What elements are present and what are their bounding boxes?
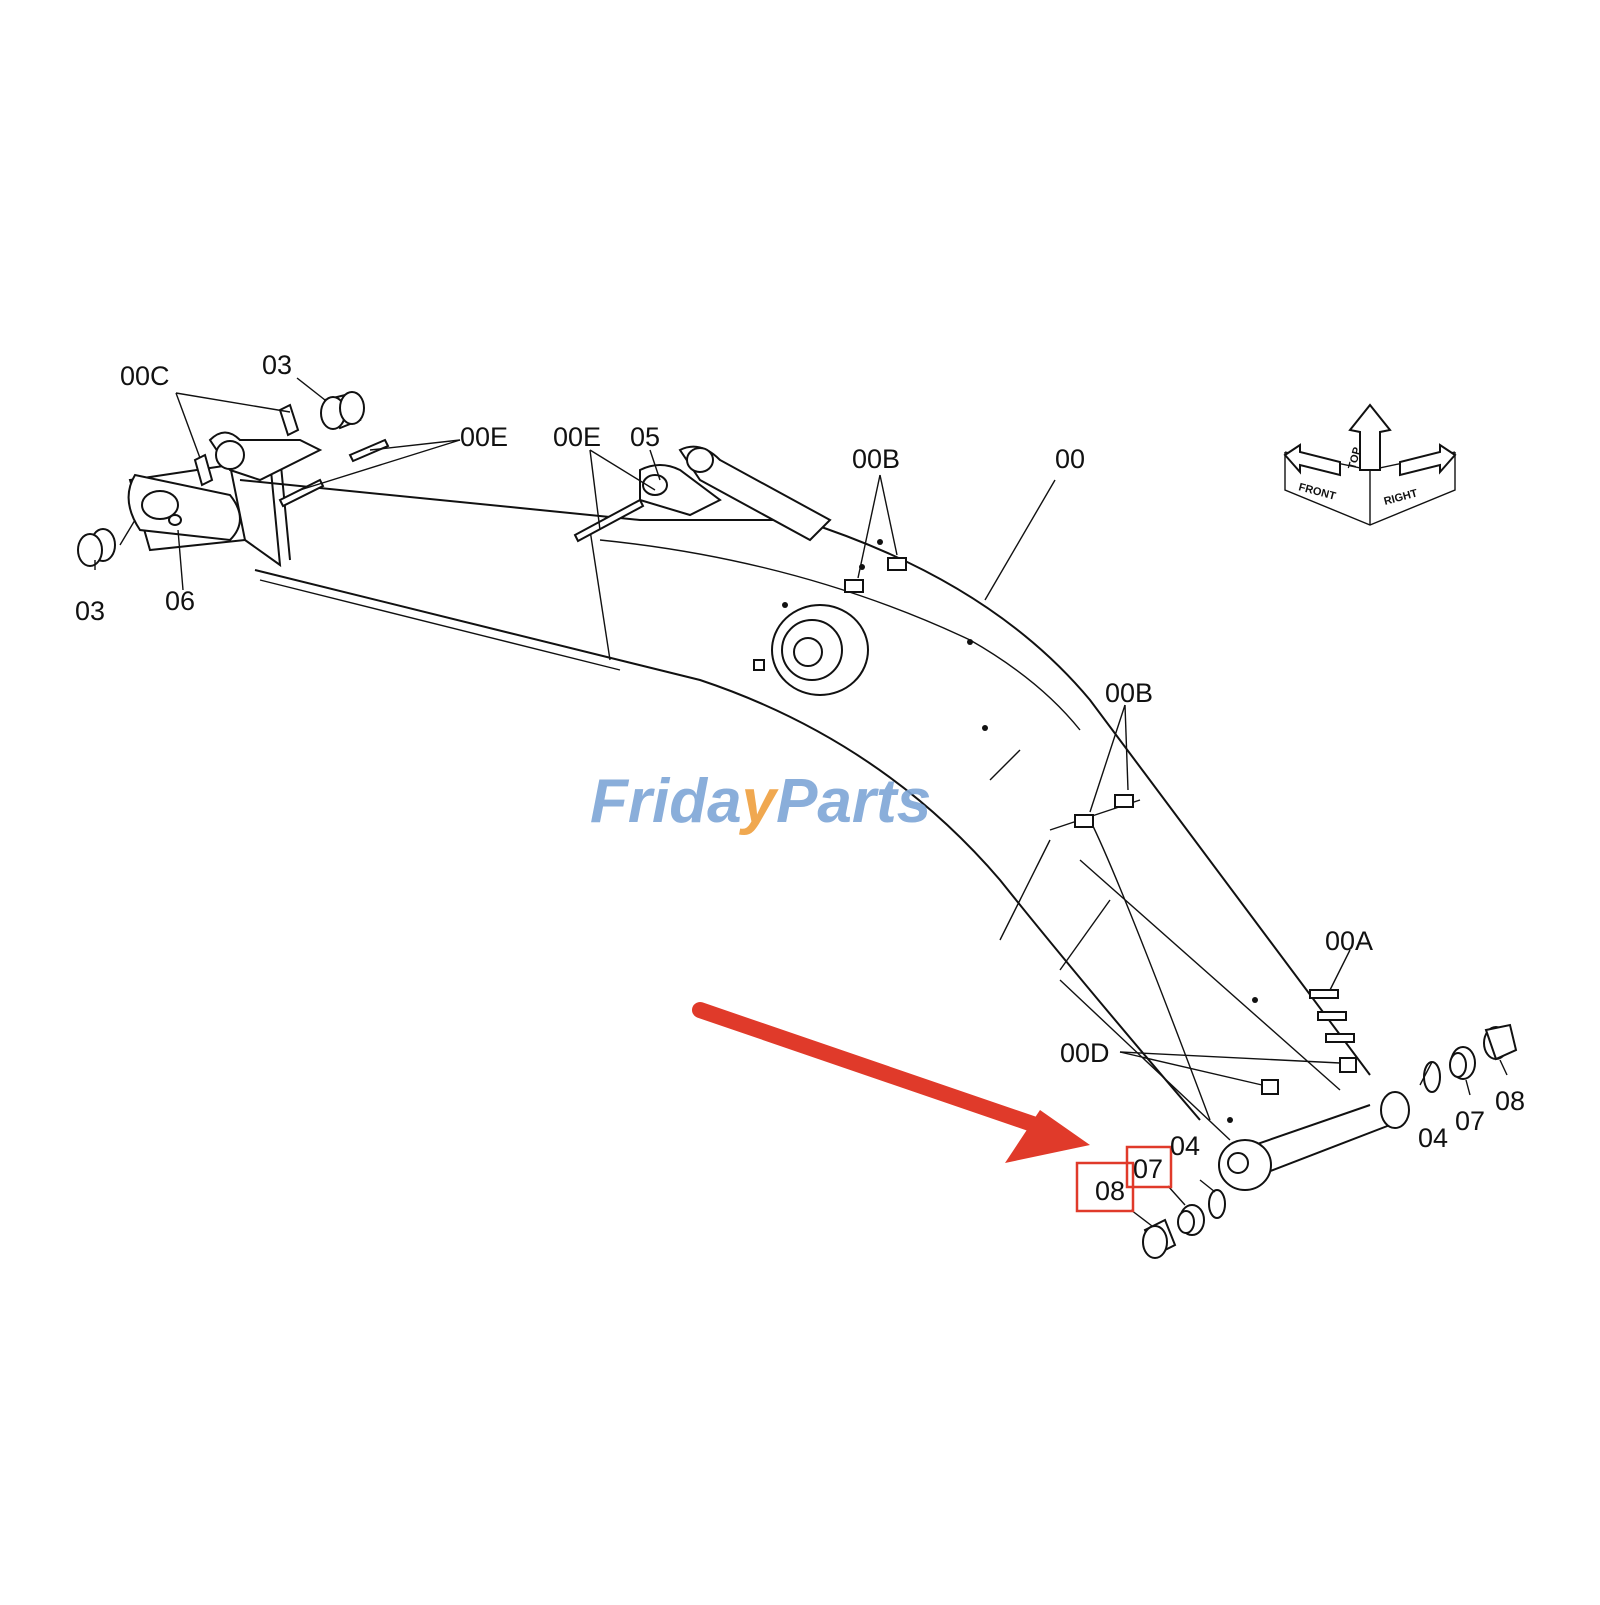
left-end-parts bbox=[1142, 1189, 1226, 1259]
orientation-top-label: TOP bbox=[1346, 446, 1363, 471]
label-00B-top: 00B bbox=[852, 444, 900, 474]
bushing-03-bottom bbox=[77, 528, 116, 567]
label-08-right: 08 bbox=[1495, 1086, 1525, 1116]
label-04-right: 04 bbox=[1418, 1123, 1448, 1153]
label-07-right: 07 bbox=[1455, 1106, 1485, 1136]
label-03-top: 03 bbox=[262, 350, 292, 380]
label-00D: 00D bbox=[1060, 1038, 1110, 1068]
orientation-icon: TOP FRONT RIGHT bbox=[1283, 403, 1457, 526]
label-03-bottom: 03 bbox=[75, 596, 105, 626]
orientation-front-label: FRONT bbox=[1297, 481, 1337, 502]
label-00C: 00C bbox=[120, 361, 170, 391]
watermark-part1: Frida bbox=[590, 767, 742, 836]
highlight-arrow bbox=[692, 1002, 1090, 1163]
label-06: 06 bbox=[165, 586, 195, 616]
watermark-part3: Parts bbox=[776, 767, 931, 836]
label-04-left: 04 bbox=[1170, 1131, 1200, 1161]
label-00A: 00A bbox=[1325, 926, 1373, 956]
watermark-part2: y bbox=[739, 767, 780, 836]
leader-lines bbox=[94, 377, 1508, 1227]
boom-assembly bbox=[127, 403, 1410, 1191]
label-00E-right: 00E bbox=[553, 422, 601, 452]
label-05: 05 bbox=[630, 422, 660, 452]
highlight-box-07 bbox=[1125, 1145, 1173, 1189]
loose-parts bbox=[77, 391, 1518, 1259]
label-07-left: 07 bbox=[1133, 1154, 1163, 1184]
orientation-right-label: RIGHT bbox=[1383, 487, 1419, 508]
watermark-logo: FridayParts bbox=[590, 767, 931, 836]
right-end-parts bbox=[1423, 1023, 1518, 1093]
label-00B-lower: 00B bbox=[1105, 678, 1153, 708]
part-labels: 00C 03 03 06 00E 00E 05 00B 00 00B 00A 0… bbox=[75, 350, 1525, 1206]
bushing-03-top bbox=[320, 391, 365, 430]
label-08-left: 08 bbox=[1095, 1176, 1125, 1206]
svg-text:FridayParts: FridayParts bbox=[590, 767, 931, 836]
label-00: 00 bbox=[1055, 444, 1085, 474]
label-00E-left: 00E bbox=[460, 422, 508, 452]
